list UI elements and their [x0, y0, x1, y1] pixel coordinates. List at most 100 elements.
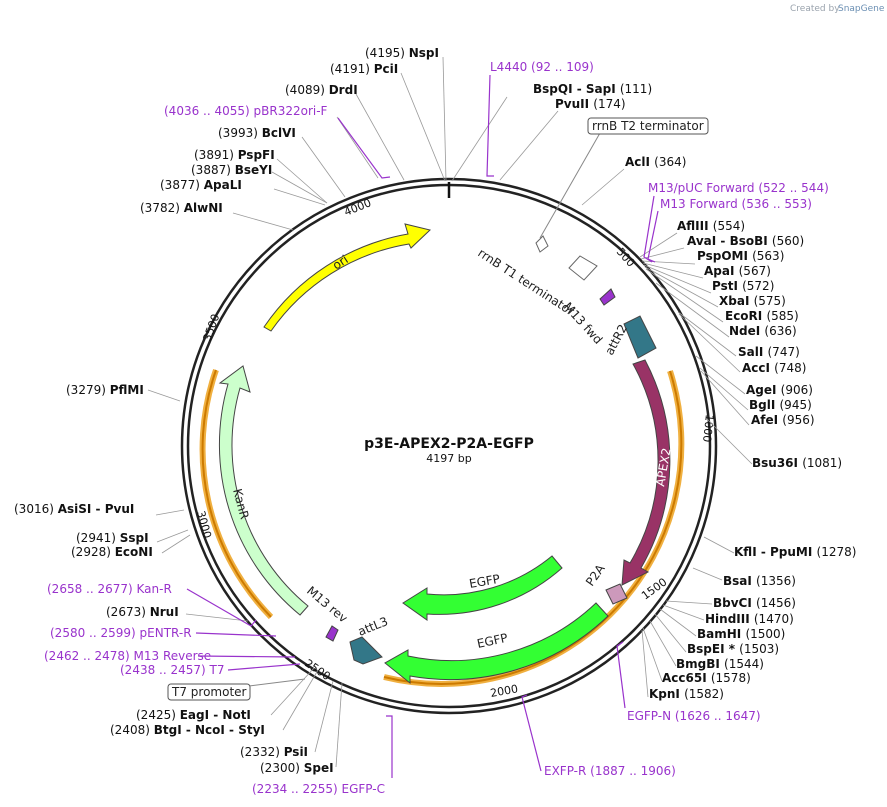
svg-text:(2332) PsiI: (2332) PsiI	[240, 745, 308, 759]
enzyme-site[interactable]: (3887) BseYI	[191, 163, 272, 177]
enzyme-site[interactable]: PvuII (174)	[555, 97, 626, 111]
enzyme-site[interactable]: AccI (748)	[742, 361, 806, 375]
primer-site[interactable]: (2580 .. 2599) pENTR-R	[50, 626, 192, 640]
enzyme-site[interactable]: (3993) BclVI	[218, 126, 296, 140]
enzyme-site[interactable]: (3877) ApaLI	[160, 178, 242, 192]
enzyme-site[interactable]: (2300) SpeI	[260, 761, 334, 775]
enzyme-site[interactable]: BglI (945)	[749, 398, 812, 412]
svg-text:BglI (945): BglI (945)	[749, 398, 812, 412]
primer-site[interactable]: M13 Forward (536 .. 553)	[660, 197, 812, 211]
svg-text:EcoRI (585): EcoRI (585)	[725, 309, 799, 323]
svg-text:M13/pUC Forward (522 .. 54: M13/pUC Forward (522 .. 544)	[648, 181, 829, 195]
enzyme-site[interactable]: (2673) NruI	[106, 605, 179, 619]
svg-text:AfeI (956): AfeI (956)	[751, 413, 815, 427]
t7-promoter-feature[interactable]: T7 promoter	[167, 678, 306, 701]
t7-promoter-label: T7 promoter	[171, 685, 247, 699]
enzyme-site[interactable]: ApaI (567)	[704, 264, 771, 278]
enzyme-site[interactable]: HindIII (1470)	[705, 612, 794, 626]
primer-site[interactable]: (4036 .. 4055) pBR322ori-F	[164, 104, 328, 118]
primer-site[interactable]: L4440 (92 .. 109)	[490, 60, 594, 74]
enzyme-site[interactable]: (4191) PciI	[330, 62, 398, 76]
svg-text:(2658 .. 2677) Kan-R: (2658 .. 2677) Kan-R	[47, 582, 172, 596]
svg-text:(3016) AsiSI - PvuI: (3016) AsiSI - PvuI	[14, 502, 134, 516]
enzyme-site[interactable]: AgeI (906)	[746, 383, 813, 397]
enzyme-site[interactable]: (2332) PsiI	[240, 745, 308, 759]
enzyme-site[interactable]: SalI (747)	[738, 345, 800, 359]
enzyme-site[interactable]: BspEI * (1503)	[687, 642, 779, 656]
enzyme-site[interactable]: (3891) PspFI	[194, 148, 275, 162]
enzyme-site[interactable]: EcoRI (585)	[725, 309, 799, 323]
enzyme-site[interactable]: BamHI (1500)	[697, 627, 785, 641]
p2a-label: P2A	[583, 561, 608, 589]
attl3-feature[interactable]: attL3	[349, 614, 390, 665]
svg-text:BbvCI (1456): BbvCI (1456)	[713, 596, 796, 610]
enzyme-site[interactable]: AflIII (554)	[677, 219, 745, 233]
svg-text:(3993) BclVI: (3993) BclVI	[218, 126, 296, 140]
enzyme-site[interactable]: PspOMI (563)	[697, 249, 784, 263]
svg-text:EGFP-N (1626 .. 1647): EGFP-N (1626 .. 1647)	[627, 709, 761, 723]
tick-1500: 1500	[639, 575, 669, 602]
primer-site[interactable]: M13/pUC Forward (522 .. 544)	[648, 181, 829, 195]
enzyme-site[interactable]: (3016) AsiSI - PvuI	[14, 502, 134, 516]
primer-site[interactable]: EGFP-N (1626 .. 1647)	[627, 709, 761, 723]
enzyme-site[interactable]: Bsu36I (1081)	[752, 456, 842, 470]
rrnb-t2-feature[interactable]: rrnB T2 terminator	[535, 117, 709, 253]
svg-text:(2425) EagI - NotI: (2425) EagI - NotI	[136, 708, 251, 722]
primer-site[interactable]: (2462 .. 2478) M13 Reverse	[44, 649, 211, 663]
svg-text:BamHI (1500): BamHI (1500)	[697, 627, 785, 641]
p2a-feature[interactable]: P2A	[583, 561, 628, 605]
m13-rev-feature[interactable]: M13 rev	[304, 584, 350, 642]
plasmid-title: p3E-APEX2-P2A-EGFP	[364, 436, 534, 452]
svg-text:(2300) SpeI: (2300) SpeI	[260, 761, 334, 775]
enzyme-site[interactable]: (4195) NspI	[365, 46, 439, 60]
enzyme-site[interactable]: (2425) EagI - NotI	[136, 708, 251, 722]
primer-markers	[186, 74, 659, 778]
enzyme-site[interactable]: AfeI (956)	[751, 413, 815, 427]
enzyme-site[interactable]: (2408) BtgI - NcoI - StyI	[110, 723, 265, 737]
enzyme-site[interactable]: XbaI (575)	[719, 294, 786, 308]
primer-site[interactable]: (2658 .. 2677) Kan-R	[47, 582, 172, 596]
enzyme-site[interactable]: BmgBI (1544)	[676, 657, 764, 671]
enzyme-site[interactable]: PstI (572)	[712, 279, 774, 293]
primer-site[interactable]: (2438 .. 2457) T7	[120, 663, 224, 677]
tick-1000: 1000	[700, 414, 716, 443]
svg-text:NdeI (636): NdeI (636)	[729, 324, 797, 338]
svg-text:AgeI (906): AgeI (906)	[746, 383, 813, 397]
svg-text:BspEI * (1503): BspEI * (1503)	[687, 642, 779, 656]
svg-text:(2928) EcoNI: (2928) EcoNI	[71, 545, 153, 559]
egfp-outer-label: EGFP	[476, 631, 509, 651]
created-by-text: Created by	[790, 4, 840, 14]
egfp-inner-feature[interactable]: EGFP	[402, 555, 563, 621]
enzyme-site[interactable]: BspQI - SapI (111)	[533, 82, 652, 96]
enzyme-site[interactable]: (3279) PflMI	[66, 383, 144, 397]
egfp-outer-feature[interactable]: EGFP	[384, 602, 609, 685]
kanr-feature[interactable]: KanR	[218, 365, 309, 616]
enzyme-site[interactable]: (2928) EcoNI	[71, 545, 153, 559]
apex2-feature[interactable]: APEX2	[621, 359, 674, 586]
attr2-feature[interactable]: attR2	[602, 315, 657, 359]
enzyme-site[interactable]: AvaI - BsoBI (560)	[687, 234, 804, 248]
enzyme-site[interactable]: KflI - PpuMI (1278)	[734, 545, 856, 559]
primer-site[interactable]: (2234 .. 2255) EGFP-C	[252, 782, 385, 796]
svg-text:BspQI - SapI (111): BspQI - SapI (111)	[533, 82, 652, 96]
enzyme-site[interactable]: (4089) DrdI	[285, 83, 358, 97]
enzyme-site[interactable]: NdeI (636)	[729, 324, 797, 338]
svg-text:(4089) DrdI: (4089) DrdI	[285, 83, 358, 97]
enzyme-site[interactable]: BbvCI (1456)	[713, 596, 796, 610]
enzyme-site[interactable]: (3782) AlwNI	[140, 201, 223, 215]
attl3-label: attL3	[356, 614, 390, 639]
enzyme-site[interactable]: AclI (364)	[625, 155, 686, 169]
enzyme-site[interactable]: Acc65I (1578)	[662, 671, 751, 685]
svg-text:SalI (747): SalI (747)	[738, 345, 800, 359]
enzyme-site[interactable]: KpnI (1582)	[649, 687, 724, 701]
enzyme-site[interactable]: (2941) SspI	[76, 531, 149, 545]
svg-text:AccI (748): AccI (748)	[742, 361, 806, 375]
enzyme-labels: (4195) NspI (4191) PciI (4089) DrdI (3993) …	[14, 46, 856, 775]
svg-text:3500: 3500	[201, 312, 223, 343]
svg-text:(4191) PciI: (4191) PciI	[330, 62, 398, 76]
enzyme-site[interactable]: BsaI (1356)	[723, 574, 796, 588]
svg-text:PspOMI (563): PspOMI (563)	[697, 249, 784, 263]
primer-site[interactable]: EXFP-R (1887 .. 1906)	[544, 764, 676, 778]
apex2-label: APEX2	[653, 447, 674, 488]
